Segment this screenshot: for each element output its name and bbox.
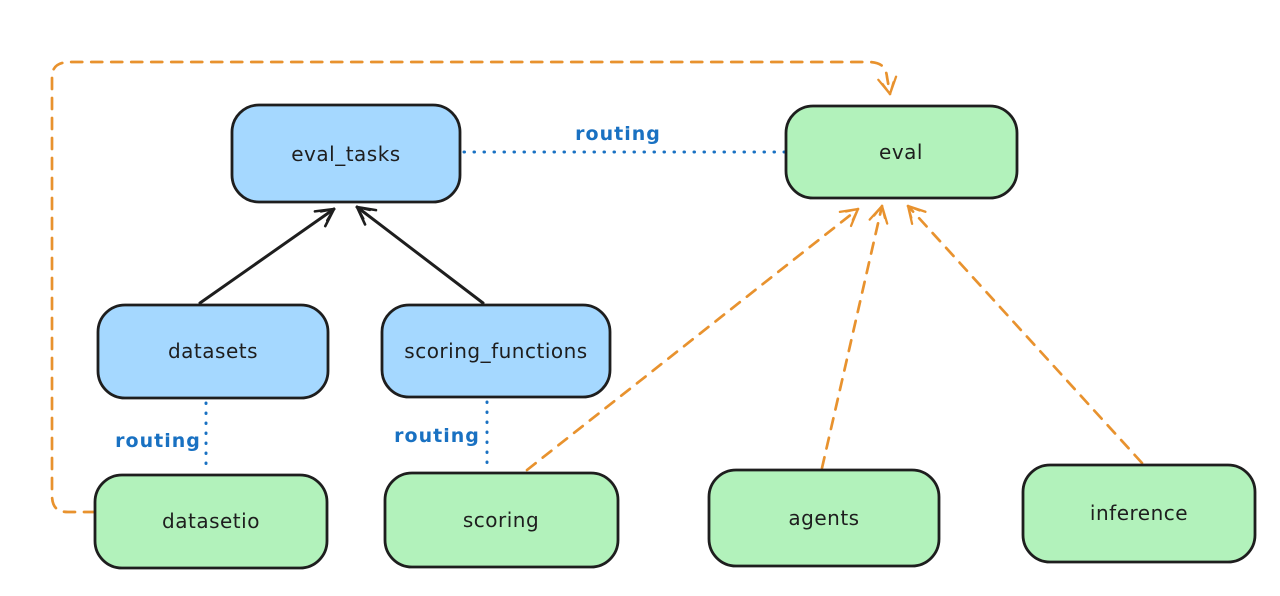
- node-datasetio-box: [93, 473, 329, 570]
- edge-scoring-functions-to-eval-tasks-arrow: [355, 205, 485, 305]
- node-scoring-functions-label: scoring_functions: [404, 339, 587, 363]
- node-agents-box: [707, 468, 941, 568]
- node-datasets-box: [96, 303, 330, 400]
- node-scoring-functions-box: [380, 303, 612, 399]
- node-datasets-label: datasets: [168, 339, 258, 363]
- edge-agents-to-eval-dashed-arrow: [820, 204, 889, 470]
- node-inference-label: inference: [1090, 501, 1188, 525]
- node-eval-label: eval: [879, 140, 923, 164]
- edge-inference-to-eval-dashed-arrow: [906, 204, 1144, 465]
- node-scoring: scoring: [383, 471, 620, 569]
- node-agents-label: agents: [788, 506, 859, 530]
- edge-scoring-to-eval-dashed-arrow: [525, 207, 860, 472]
- node-eval-tasks-label: eval_tasks: [291, 142, 400, 166]
- edge-datasetio-to-eval-dashed-arrow: [50, 60, 898, 514]
- routing-label-top: routing: [575, 123, 661, 145]
- node-eval-box: [784, 104, 1019, 200]
- node-agents: agents: [707, 468, 941, 568]
- node-scoring-box: [383, 471, 620, 569]
- node-eval-tasks-box: [230, 103, 462, 204]
- node-scoring-functions: scoring_functions: [380, 303, 612, 399]
- routing-label-datasets: routing: [115, 430, 201, 452]
- routing-label-scoring: routing: [394, 425, 480, 447]
- node-inference: inference: [1021, 463, 1257, 564]
- node-scoring-label: scoring: [463, 508, 539, 532]
- node-datasets: datasets: [96, 303, 330, 400]
- node-eval: eval: [784, 104, 1019, 200]
- node-datasetio: datasetio: [93, 473, 329, 570]
- edge-datasets-to-eval-tasks-arrow: [198, 207, 336, 305]
- node-inference-box: [1021, 463, 1257, 564]
- node-datasetio-label: datasetio: [162, 509, 260, 533]
- node-eval-tasks: eval_tasks: [230, 103, 462, 204]
